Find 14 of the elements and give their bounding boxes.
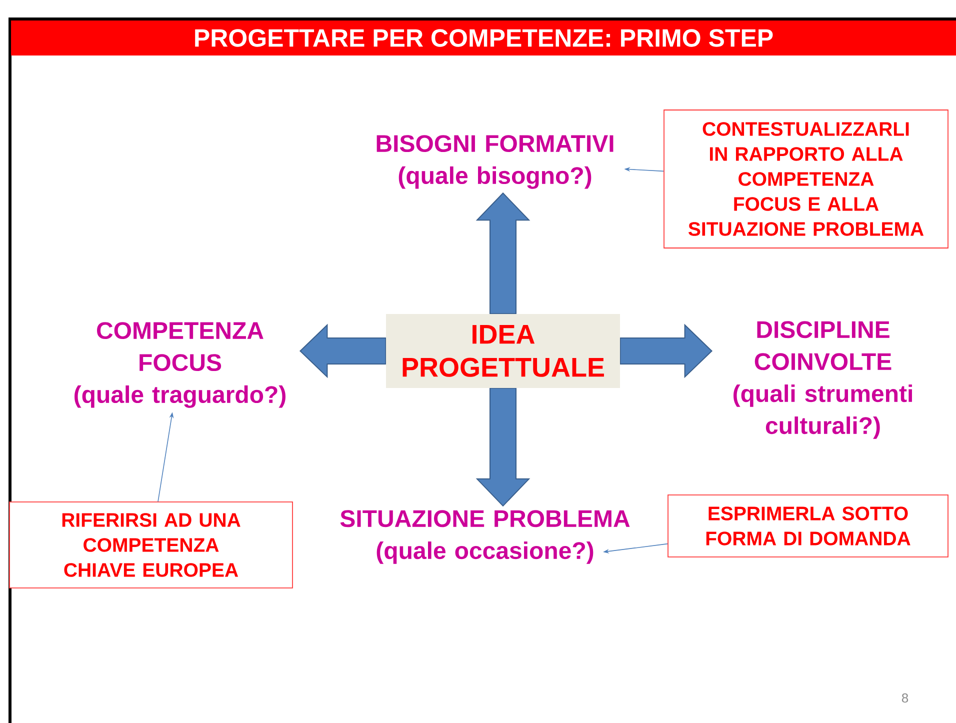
node-text: IDEA PROGETTUALE [402, 325, 604, 377]
block-arrow [620, 324, 713, 378]
topic-label: SITUAZIONE PROBLEMA (quale occasione?) [340, 510, 630, 564]
note-box: RIFERIRSI AD UNA COMPETENZA CHIAVE EUROPEA [9, 502, 293, 588]
page-number: 8 [902, 693, 908, 703]
note-box: ESPRIMERLA SOTTO FORMA DI DOMANDA [668, 494, 948, 558]
block-arrow [476, 388, 530, 507]
topic-label: BISOGNI FORMATIVI (quale bisogno?) [376, 135, 614, 189]
topic-label: DISCIPLINE COINVOLTE (quali strumenti culturali?) [734, 321, 912, 439]
block-arrow [299, 324, 386, 378]
block-arrow [476, 192, 530, 314]
note-box: CONTESTUALIZZARLI IN RAPPORTO ALLA COMPETENZA FOCUS E ALLA SITUAZIONE PROBLEMA [664, 110, 948, 248]
title-bar: PROGETTARE PER COMPETENZE: PRIMO STEP [11, 20, 956, 56]
topic-label: COMPETENZA FOCUS (quale traguardo?) [74, 322, 286, 408]
